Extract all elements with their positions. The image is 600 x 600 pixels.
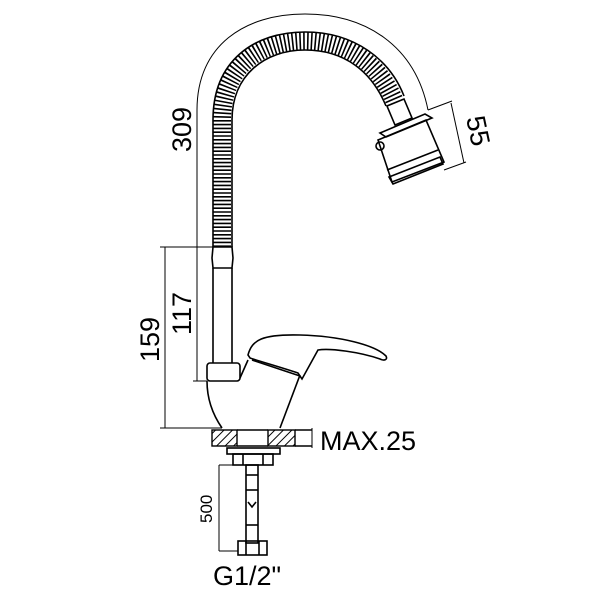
flexible-hose [212, 31, 405, 247]
dim-309-label: 309 [167, 107, 197, 152]
dim-117-label: 117 [167, 292, 197, 335]
supply-hose: 500 G1/2" [197, 447, 281, 591]
lever-handle [247, 334, 388, 381]
dim-55-label: 55 [460, 113, 496, 149]
dim-500-label: 500 [197, 495, 216, 523]
head-dimension: 55 [427, 100, 496, 171]
spray-head [375, 97, 446, 186]
thread-label: G1/2" [213, 561, 281, 591]
max-deck-label: MAX.25 [320, 426, 416, 456]
faucet-body [206, 246, 301, 429]
dim-159-label: 159 [135, 317, 165, 362]
height-dimensions: 309 117 159 [135, 107, 222, 429]
spout-envelope-line [196, 13, 429, 247]
deck-section: MAX.25 [211, 426, 416, 456]
